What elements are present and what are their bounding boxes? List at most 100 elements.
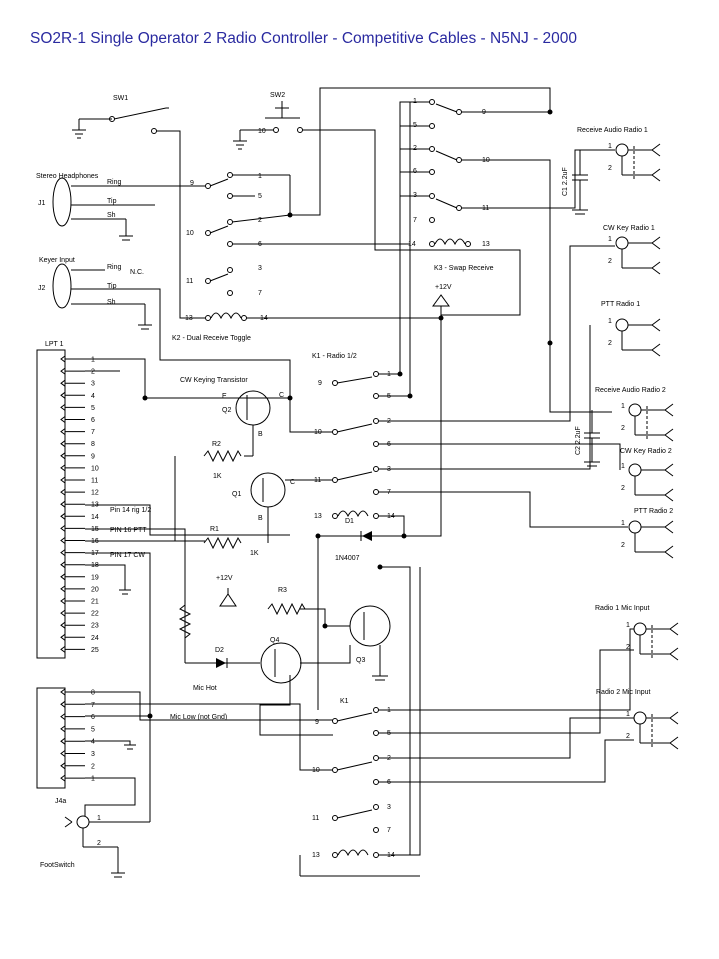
lpt-pin: 22 xyxy=(60,609,99,618)
svg-text:B: B xyxy=(258,431,263,438)
mic-hot-label: Mic Hot xyxy=(193,685,217,692)
d2-diode: D2 xyxy=(185,647,260,668)
wire xyxy=(259,675,333,736)
wire xyxy=(289,398,333,433)
lpt-pin: 8 xyxy=(60,440,95,448)
radio-jack: 12 xyxy=(608,318,661,357)
j4a-pin: 1 xyxy=(60,774,95,783)
svg-text:1: 1 xyxy=(621,520,625,527)
svg-text:2: 2 xyxy=(621,542,625,549)
svg-text:Tip: Tip xyxy=(107,283,117,290)
svg-text:Q3: Q3 xyxy=(356,657,365,664)
j4a-pin-number: 5 xyxy=(91,726,95,733)
j4a-pin: 2 xyxy=(60,762,95,770)
svg-text:1: 1 xyxy=(258,173,262,180)
svg-text:R2: R2 xyxy=(212,441,221,448)
svg-text:13: 13 xyxy=(314,513,322,520)
lpt-pin: 10 xyxy=(60,464,99,472)
page-title: SO2R-1 Single Operator 2 Radio Controlle… xyxy=(30,30,578,47)
q3-transistor: Q3 xyxy=(349,605,391,681)
svg-text:7: 7 xyxy=(413,217,417,224)
radio-jack: 12 xyxy=(626,622,679,661)
svg-text:5: 5 xyxy=(258,193,262,200)
j4a-pin: 6 xyxy=(60,713,95,721)
wire xyxy=(300,645,351,664)
d1-diode: D1 1N4007 xyxy=(318,518,404,562)
wire xyxy=(378,148,428,397)
lpt-pin-number: 17 xyxy=(91,550,99,557)
wire xyxy=(378,325,591,470)
j4a-pin-number: 6 xyxy=(91,714,95,721)
junction-dot xyxy=(322,623,328,629)
j2-keyer-jack: Keyer Input J2 Ring N.C. Tip Sh xyxy=(38,257,160,330)
wires xyxy=(84,87,634,877)
j4a-pin-number: 3 xyxy=(91,751,95,758)
lpt-pin-number: 8 xyxy=(91,441,95,448)
svg-text:9: 9 xyxy=(315,719,319,726)
svg-text:1: 1 xyxy=(97,815,101,822)
j2-label: J2 xyxy=(38,285,46,292)
lpt-pin-number: 3 xyxy=(91,381,95,388)
svg-text:C: C xyxy=(290,479,295,486)
k1-relay-upper: K1 - Radio 1/2 9 1 5 10 2 6 11 3 7 13 14 xyxy=(312,353,395,520)
wire xyxy=(378,491,628,528)
lpt-pin-number: 7 xyxy=(91,429,95,436)
lpt-pin: 23 xyxy=(60,621,99,630)
j4a-pin: 3 xyxy=(60,750,95,758)
wire xyxy=(378,739,634,783)
junction-dot xyxy=(142,395,148,401)
svg-text:Sh: Sh xyxy=(107,299,116,306)
wire xyxy=(378,443,621,470)
svg-text:C1 2.2uF: C1 2.2uF xyxy=(562,167,569,196)
lpt-pin-number: 23 xyxy=(91,623,99,630)
lpt-pin: 1 xyxy=(60,355,95,364)
mic-low-label: Mic Low (not Gnd) xyxy=(170,714,227,721)
ptt-2-label: PTT Radio 2 xyxy=(634,508,673,515)
lpt-pin: 20 xyxy=(60,585,99,593)
radio-jack: 12 xyxy=(621,463,674,502)
lpt-pin-number: 14 xyxy=(91,514,99,521)
c1-capacitor: C1 2.2uF xyxy=(562,150,588,215)
svg-text:3: 3 xyxy=(387,804,391,811)
svg-text:1K: 1K xyxy=(213,473,222,480)
lpt-pin-number: 18 xyxy=(91,562,99,569)
svg-text:13: 13 xyxy=(312,852,320,859)
lpt-pin-number: 1 xyxy=(91,357,95,364)
svg-text:1: 1 xyxy=(608,318,612,325)
svg-text:2: 2 xyxy=(621,425,625,432)
svg-text:2: 2 xyxy=(258,217,262,224)
svg-text:+12V: +12V xyxy=(216,575,233,582)
lpt-pin: 25 xyxy=(60,646,99,654)
wire xyxy=(461,149,615,209)
j4a-pin: 8 xyxy=(60,688,95,697)
radio-jack: 12 xyxy=(621,520,674,559)
svg-text:D1: D1 xyxy=(345,518,354,525)
wire xyxy=(85,528,186,663)
lpt-pin: 14 xyxy=(60,512,99,521)
svg-text:2: 2 xyxy=(626,733,630,740)
lpt-pin: 11 xyxy=(60,476,98,485)
lpt-pin: 19 xyxy=(60,573,99,581)
svg-text:1: 1 xyxy=(626,711,630,718)
lpt-pin-number: 20 xyxy=(91,586,99,593)
k3-label: K3 - Swap Receive xyxy=(434,265,494,272)
radio-jack: 12 xyxy=(626,711,679,750)
wire xyxy=(290,87,551,216)
r1-resistor: R1 1K xyxy=(203,526,259,557)
svg-text:2: 2 xyxy=(608,258,612,265)
svg-text:14: 14 xyxy=(408,241,416,248)
svg-text:7: 7 xyxy=(387,827,391,834)
lpt-pin-number: 25 xyxy=(91,647,99,654)
rx-audio-1-label: Receive Audio Radio 1 xyxy=(577,127,648,134)
svg-text:13: 13 xyxy=(482,241,490,248)
lpt-pin: 7 xyxy=(60,428,95,436)
wire xyxy=(85,358,146,398)
lpt-pin: 18 xyxy=(60,561,99,569)
foot-switch: 1 2 FootSwitch xyxy=(40,815,150,878)
sw1-label: SW1 xyxy=(113,95,128,102)
wire xyxy=(378,717,634,759)
junction-dot xyxy=(547,340,553,346)
rx-audio-2-label: Receive Audio Radio 2 xyxy=(595,387,666,394)
wire xyxy=(378,567,421,856)
wire xyxy=(84,777,136,816)
